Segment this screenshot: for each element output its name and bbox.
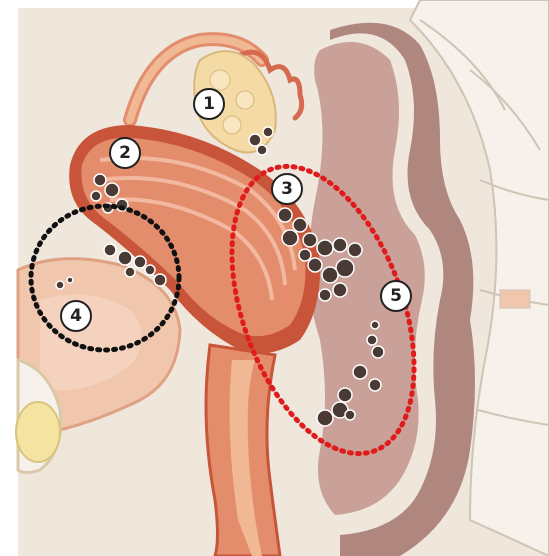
marker-2: 2 [110, 138, 140, 168]
marker-1-label: 1 [203, 94, 215, 114]
marker-4: 4 [61, 301, 91, 331]
marker-2-label: 2 [119, 143, 131, 163]
marker-3-label: 3 [281, 179, 293, 199]
marker-3: 3 [272, 174, 302, 204]
marker-1: 1 [194, 89, 224, 119]
marker-5: 5 [381, 281, 411, 311]
marker-5-label: 5 [390, 286, 402, 306]
marker-4-label: 4 [70, 306, 82, 326]
